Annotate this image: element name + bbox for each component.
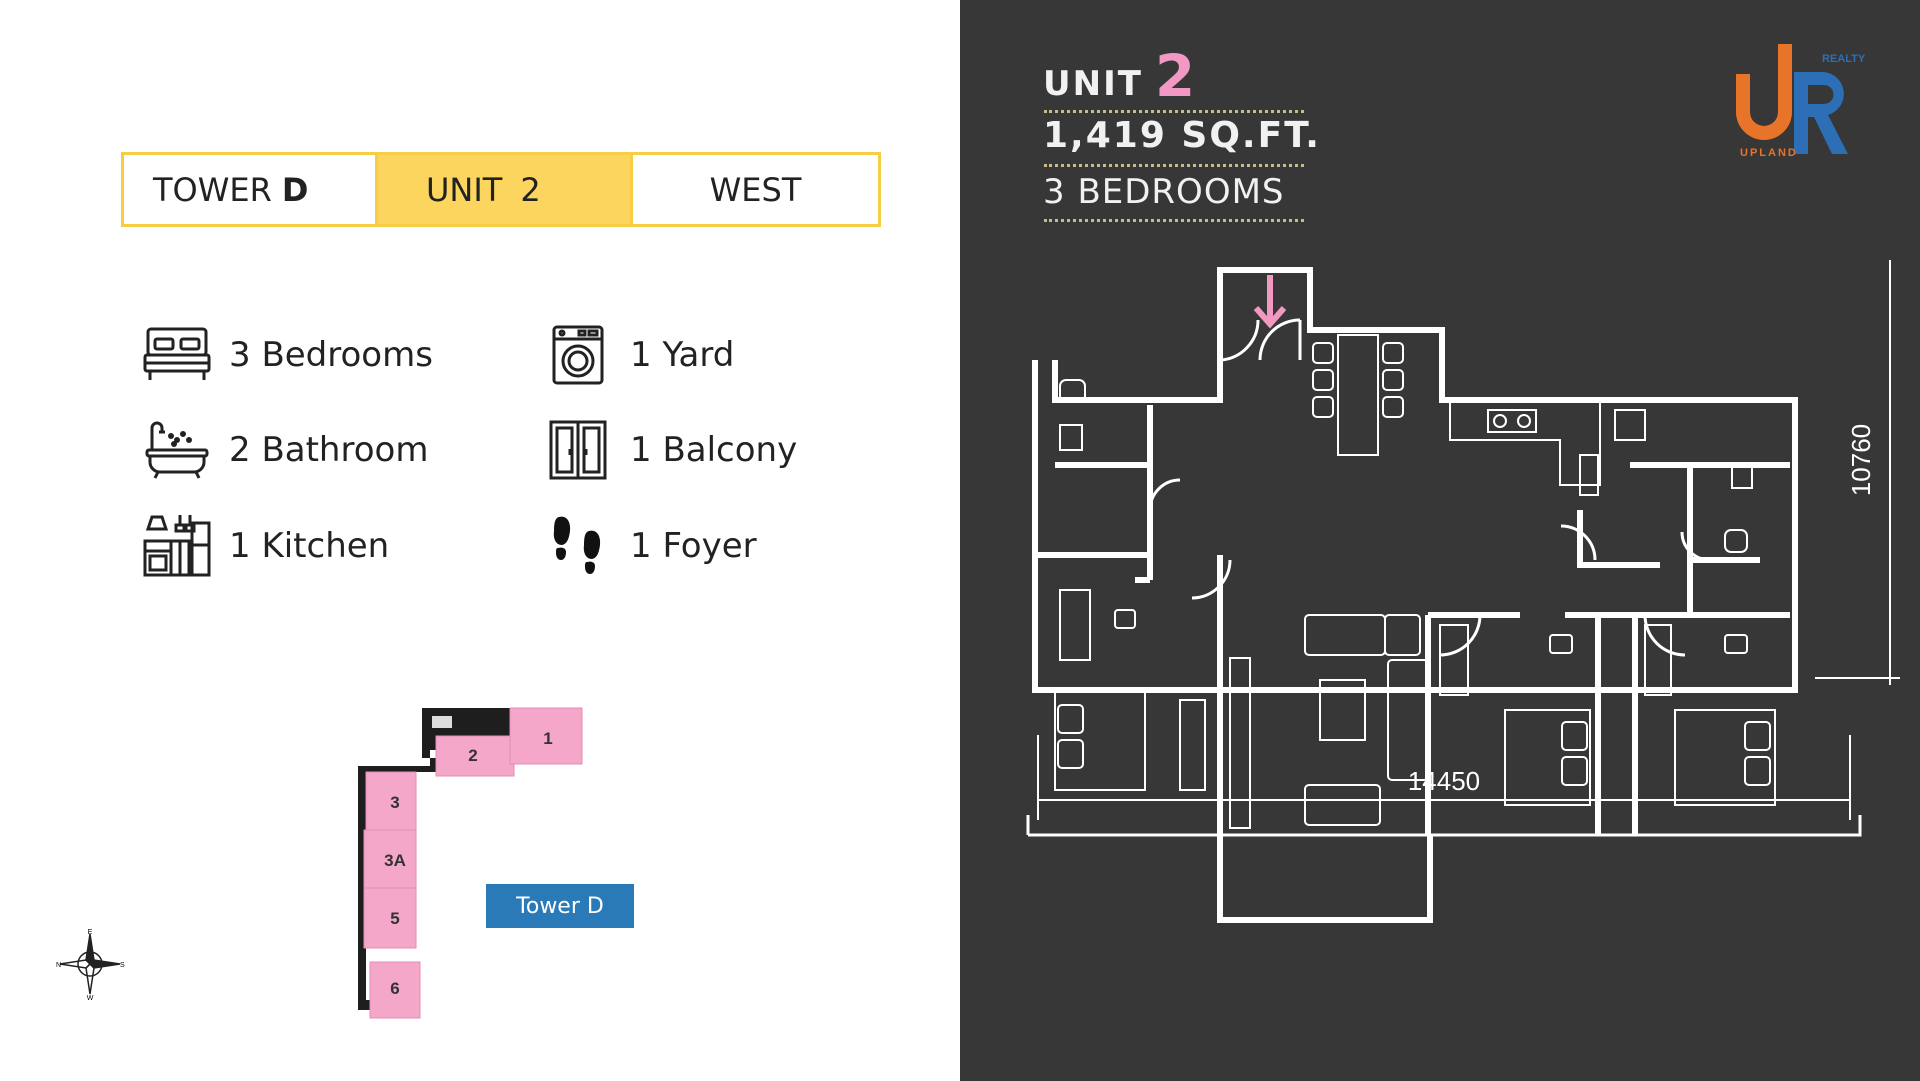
feature-foyer: 1 Foyer: [542, 511, 757, 581]
divider: [1044, 164, 1304, 167]
logo-bottom-text: UPLAND: [1740, 147, 1798, 159]
kitchen-icon: [141, 515, 213, 577]
feature-label: 1 Foyer: [630, 526, 757, 566]
compass-w: W: [87, 995, 94, 1000]
unit-word: UNIT: [1043, 64, 1143, 104]
unit-bedrooms: 3 BEDROOMS: [1043, 172, 1285, 212]
floor-plan: 14450 10760: [1026, 260, 1900, 923]
unit-label: UNIT: [426, 170, 503, 209]
keyplan-label: 2: [468, 746, 477, 765]
feature-label: 1 Kitchen: [229, 526, 390, 566]
washing-machine-icon: [542, 324, 614, 386]
tower-label: TOWER: [153, 170, 272, 209]
unit-number: 2: [1154, 42, 1198, 110]
compass-n: N: [56, 962, 61, 969]
feature-label: 1 Balcony: [630, 430, 798, 470]
keyplan-unit-5: [363, 887, 417, 949]
tower-value: D: [281, 170, 309, 209]
keyplan-label: 5: [390, 909, 399, 928]
logo-top-text: REALTY: [1822, 53, 1866, 65]
footprints-icon: [542, 515, 614, 577]
key-plan: 2 1 3 3A 5 6: [358, 707, 583, 1019]
keyplan-unit-1: [509, 707, 583, 765]
keyplan-label: 3A: [384, 851, 406, 870]
compass-s: S: [120, 962, 125, 969]
divider: [1044, 219, 1304, 222]
tower-tag: Tower D: [486, 884, 634, 928]
balcony-wall: [1217, 835, 1433, 923]
unit-header-bar: TOWER D UNIT 2 WEST: [121, 152, 881, 227]
feature-yard: 1 Yard: [542, 320, 734, 390]
feature-bathroom: 2 Bathroom: [141, 415, 428, 485]
tower-cell: TOWER D: [124, 155, 375, 224]
keyplan-label: 6: [390, 979, 399, 998]
keyplan-unit-2: [435, 735, 515, 777]
feature-label: 2 Bathroom: [229, 430, 429, 470]
feature-bedrooms: 3 Bedrooms: [141, 320, 433, 390]
feature-label: 1 Yard: [630, 335, 735, 375]
unit-title: UNIT 2: [1043, 42, 1198, 110]
bathtub-icon: [141, 419, 213, 481]
unit-value: 2: [520, 170, 541, 209]
divider: [1044, 110, 1304, 113]
keyplan-label: 3: [390, 793, 399, 812]
feature-label: 3 Bedrooms: [229, 335, 433, 375]
feature-balcony: 1 Balcony: [542, 415, 797, 485]
orientation-label: WEST: [709, 170, 802, 209]
height-dimension: 10760: [1846, 424, 1876, 496]
feature-kitchen: 1 Kitchen: [141, 511, 389, 581]
compass-rose-icon: E W N S: [56, 929, 125, 1000]
width-dimension: 14450: [1408, 766, 1480, 796]
keyplan-unit-6: [369, 961, 421, 1019]
orientation-cell: WEST: [633, 155, 878, 224]
keyplan-unit-3: [365, 771, 417, 831]
upland-realty-logo: REALTY UPLAND: [1736, 44, 1866, 159]
left-panel: TOWER D UNIT 2 WEST 3 Bedrooms: [56, 152, 881, 1019]
compass-e: E: [88, 929, 93, 936]
bed-icon: [141, 324, 213, 386]
right-panel: [960, 0, 1920, 1081]
outer-wall: [1032, 267, 1798, 693]
keyplan-label: 1: [543, 729, 552, 748]
unit-area: 1,419 SQ.FT.: [1043, 115, 1321, 156]
unit-cell: UNIT 2: [375, 155, 633, 224]
keyplan-unit-3a: [363, 829, 417, 889]
balcony-door-icon: [542, 419, 614, 481]
